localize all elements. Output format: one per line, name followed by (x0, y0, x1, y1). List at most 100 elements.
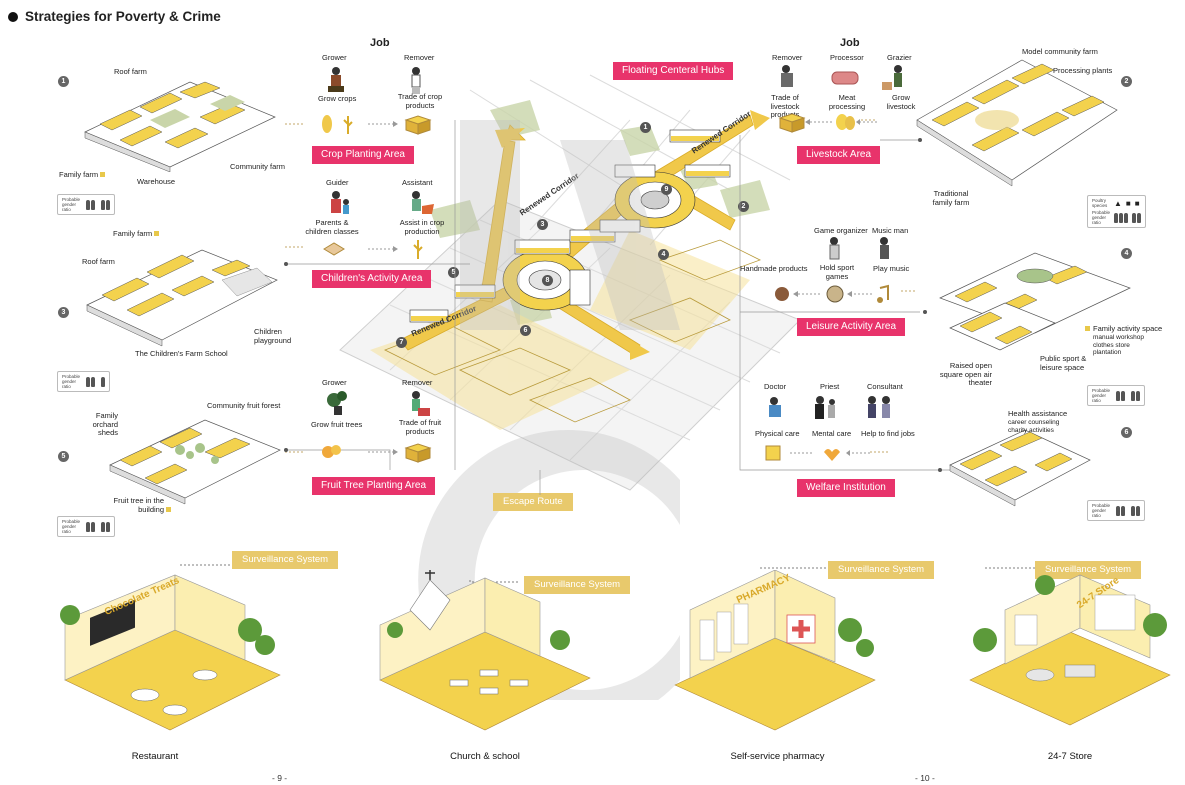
block1-roof-farm: Roof farm (114, 67, 147, 76)
leisure-play-music: Play music (873, 264, 910, 273)
restaurant-illustration (60, 574, 281, 731)
sheep-icon: ■ (1134, 198, 1140, 208)
caption-store: 24-7 Store (1047, 751, 1093, 762)
crop-product-icons (322, 115, 432, 135)
block5-fruit-tree: Fruit tree in the building (102, 496, 171, 514)
people-icon (1116, 505, 1125, 516)
tag-livestock: Livestock Area (797, 146, 881, 164)
livestock-meat: Meat processing (828, 93, 866, 111)
surveillance-tag-church: Surveillance System (524, 576, 631, 594)
tag-crop-planting: Crop Planting Area (312, 146, 414, 164)
leisure-product-icons (775, 284, 889, 303)
job-header-right: Job (840, 37, 860, 49)
people-icon (86, 376, 95, 387)
tag-leisure-activity: Leisure Activity Area (797, 318, 906, 336)
tag-children-activity: Children's Activity Area (312, 270, 432, 288)
block1-community-farm: Community farm (230, 162, 286, 171)
livestock-grow: Grow livestock (886, 93, 916, 111)
block2-traditional: Traditional family farm (932, 189, 970, 207)
people-icon (1131, 505, 1140, 516)
tag-escape-route: Escape Route (493, 493, 573, 511)
people-icon (1114, 212, 1128, 223)
block1-family-farm: Family farm (59, 170, 106, 180)
block1-number: 1 (58, 76, 69, 87)
block2-number: 2 (1121, 76, 1132, 87)
legend-swatch (1085, 326, 1090, 331)
surveillance-tag-restaurant: Surveillance System (232, 551, 339, 569)
block3-gender-ratio: Probable gender ratio (57, 371, 110, 392)
corridor-building-fill (411, 136, 729, 321)
leisure-music-man-role: Music man (872, 226, 909, 235)
caption-church: Church & school (450, 751, 520, 762)
block6-number: 6 (1121, 427, 1132, 438)
people-icon (1132, 212, 1141, 223)
block1-gender-ratio: Probable gender ratio (57, 194, 115, 215)
welfare-doctor-role: Doctor (764, 382, 787, 391)
legend-swatch (100, 172, 106, 177)
map-marker-6: 6 (520, 325, 531, 336)
block3-roof-farm: Roof farm (82, 257, 115, 266)
block6-gender-ratio: Probable gender ratio (1087, 500, 1145, 521)
block4-family-activity-sub: manual workshop clothes store plantation (1093, 334, 1144, 356)
fruit-product-icons (322, 443, 432, 463)
block5-orchard-sheds: Family orchard sheds (92, 411, 118, 437)
welfare-workers-icons (769, 396, 890, 419)
leisure-game-organizer-role: Game organizer (814, 226, 868, 235)
crop-trade-products: Trade of crop products (397, 92, 443, 110)
children-product-icons (323, 240, 423, 259)
page-number-left: - 9 - (272, 773, 288, 783)
store-illustration (969, 574, 1171, 726)
block4-public-sport: Public sport & leisure space (1040, 354, 1087, 372)
people-icon (86, 521, 95, 532)
cow-icon: ■ (1125, 198, 1131, 208)
block5-gender-ratio: Probable gender ratio (57, 516, 115, 537)
people-icon (101, 199, 110, 210)
people-icon (1131, 390, 1140, 401)
fruit-grower-role: Grower (322, 378, 347, 387)
caption-pharmacy: Self-service pharmacy (730, 751, 825, 762)
block3-illustration (86, 249, 278, 347)
block6-health-sub: career counseling charity activities (1008, 419, 1060, 434)
legend-swatch (166, 506, 171, 512)
legend-swatch (154, 231, 160, 236)
block2-illustration (916, 59, 1118, 187)
livestock-remover-role: Remover (772, 53, 803, 62)
children-classes: Parents & children classes (305, 218, 359, 236)
welfare-priest-role: Priest (820, 382, 840, 391)
church-illustration (379, 570, 591, 731)
fruit-workers-icons (327, 391, 430, 416)
block5-illustration (109, 419, 281, 505)
children-assistant-role: Assistant (402, 178, 433, 187)
fruit-remover-role: Remover (402, 378, 433, 387)
map-marker-4: 4 (658, 249, 669, 260)
floating-hub-2 (614, 171, 696, 229)
pharmacy-illustration (674, 570, 876, 731)
job-header-left: Job (370, 37, 390, 49)
livestock-processor-role: Processor (830, 53, 864, 62)
welfare-consultant-role: Consultant (867, 382, 903, 391)
bullet-icon (8, 11, 18, 22)
livestock-product-icons (778, 113, 877, 133)
block4-gender-ratio: Probable gender ratio (1087, 385, 1145, 406)
crop-remover-role: Remover (404, 53, 435, 62)
welfare-mental-care: Mental care (812, 429, 852, 438)
fruit-grow-trees: Grow fruit trees (311, 420, 363, 429)
map-marker-8: 8 (542, 275, 553, 286)
block1-warehouse: Warehouse (137, 177, 176, 186)
block4-illustration (939, 252, 1131, 351)
block3-family-farm: Family farm (113, 229, 160, 239)
block3-school: The Children's Farm School (135, 349, 228, 358)
block2-processing: Processing plants (1053, 66, 1113, 75)
map-marker-2: 2 (738, 201, 749, 212)
leisure-sport-games: Hold sport games (819, 263, 855, 281)
map-marker-1: 1 (640, 122, 651, 133)
map-marker-5: 5 (448, 267, 459, 278)
block4-raised-square: Raised open square open air theater (939, 361, 992, 387)
crop-workers-icons (328, 67, 421, 94)
crop-grow-crops: Grow crops (318, 94, 357, 103)
children-workers-icons (331, 191, 434, 214)
block3-number: 3 (58, 307, 69, 318)
block2-model-farm: Model community farm (1022, 47, 1098, 56)
livestock-grazier-role: Grazier (887, 53, 912, 62)
page-number-right: - 10 - (915, 773, 935, 783)
